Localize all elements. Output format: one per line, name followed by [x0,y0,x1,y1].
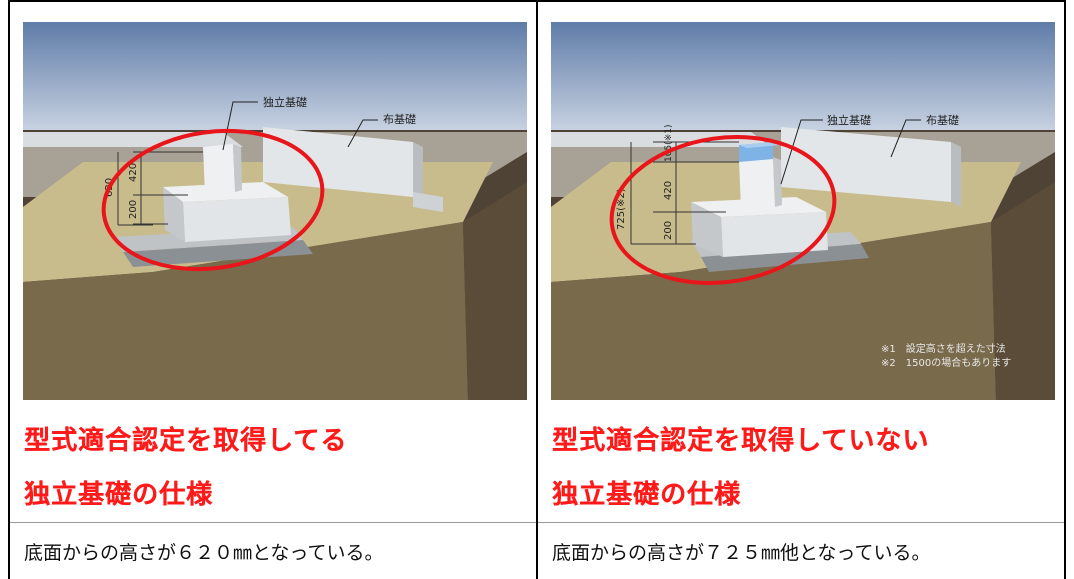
right-dim-total: 725(※2) [616,188,627,230]
left-label-isolated: 独立基礎 [263,95,307,109]
left-dim-bottom: 200 [128,200,139,219]
left-divider [10,522,536,523]
right-dim-bottom: 200 [663,221,674,240]
right-description: 底面からの高さが７２５㎜他となっている。 [552,542,931,564]
left-cell: 620 420 200 独立基礎 布基礎 型式適合認定を取得してる 独立基礎の仕… [10,0,536,579]
left-label-strip: 布基礎 [383,113,416,126]
right-highlight-ellipse [609,135,837,285]
left-description: 底面からの高さが６２０㎜となっている。 [24,542,384,564]
table-border-middle [536,0,538,579]
right-heading-line1: 型式適合認定を取得していない [552,426,930,456]
right-divider [538,522,1064,523]
table-border-right [1064,0,1066,579]
right-heading-line2: 独立基礎の仕様 [552,480,742,510]
table-border-top [8,0,1066,2]
right-dim-extra: 105(※1) [664,125,674,162]
left-heading-line2: 独立基礎の仕様 [24,480,214,510]
right-dim-top: 420 [663,181,674,200]
left-dim-top: 420 [128,163,139,182]
right-label-strip: 布基礎 [926,114,959,127]
right-foundation-image: 725(※2) 105(※1) 420 200 独立基礎 布基礎 ※1 設定高さ… [551,22,1055,400]
right-cell: 725(※2) 105(※1) 420 200 独立基礎 布基礎 ※1 設定高さ… [538,0,1064,579]
right-note2: ※2 1500の場合もあります [881,356,1011,369]
right-note1: ※1 設定高さを超えた寸法 [881,342,1006,355]
right-label-isolated: 独立基礎 [827,113,871,127]
left-highlight-ellipse [101,128,325,272]
left-foundation-image: 620 420 200 独立基礎 布基礎 [23,22,527,400]
table-border-left [8,0,10,579]
left-heading-line1: 型式適合認定を取得してる [24,426,348,456]
